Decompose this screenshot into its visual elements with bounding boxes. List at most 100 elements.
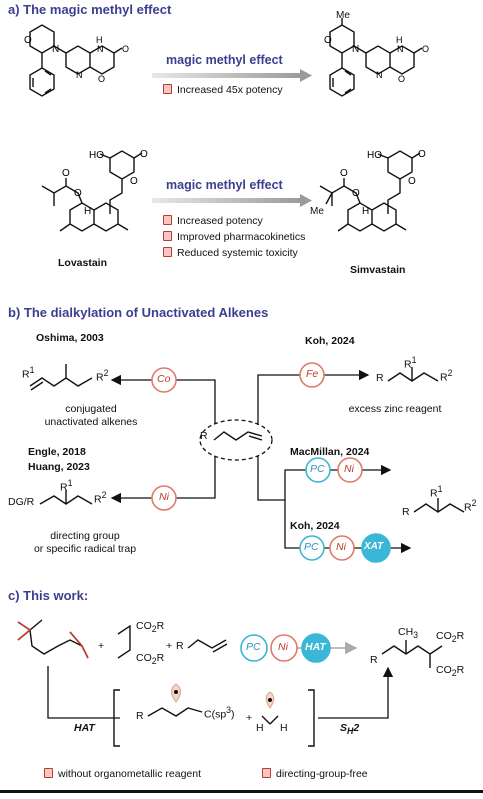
huang-ref: Huang, 2023 bbox=[28, 461, 90, 473]
cat-hat-c bbox=[301, 633, 331, 663]
svg-text:O: O bbox=[398, 74, 405, 84]
lovastatin-label: Lovastain bbox=[58, 257, 108, 269]
methyl-H2: H bbox=[280, 722, 288, 734]
svg-text:O: O bbox=[340, 168, 348, 179]
atom-O3: O bbox=[122, 44, 129, 54]
bracket-left bbox=[113, 689, 120, 747]
atom-O: O bbox=[24, 35, 32, 46]
oshima-R2: R2 bbox=[96, 368, 109, 384]
cat-ni-c-label: Ni bbox=[278, 641, 288, 653]
engle-ref: Engle, 2018 bbox=[28, 446, 86, 458]
cat-ni-circle bbox=[151, 485, 177, 511]
svg-text:O: O bbox=[130, 176, 138, 187]
bullet-square-icon bbox=[44, 768, 53, 778]
bullet-square-icon bbox=[262, 768, 271, 778]
svg-text:HO: HO bbox=[367, 150, 382, 161]
alkene-c bbox=[187, 639, 228, 653]
section-b-title: b) The dialkylation of Unactivated Alken… bbox=[8, 305, 269, 320]
koh1-R: R bbox=[376, 372, 384, 384]
product-macmillan bbox=[413, 498, 465, 513]
cat-fe: Fe bbox=[306, 368, 319, 380]
svg-text:O: O bbox=[140, 149, 148, 160]
me-label-2: Me bbox=[310, 206, 324, 217]
alkene-R: R bbox=[200, 430, 208, 442]
svg-text:O: O bbox=[324, 35, 332, 46]
cat-ni-3: Ni bbox=[336, 541, 346, 553]
svg-text:O: O bbox=[74, 188, 82, 199]
cat-ni: Ni bbox=[159, 491, 169, 503]
cat-ni-c bbox=[270, 634, 298, 662]
arrow2-bullet-2: Improved pharmacokinetics bbox=[163, 231, 305, 243]
malonate-co2r-top: CO2R bbox=[136, 620, 165, 635]
product-oshima bbox=[29, 364, 93, 391]
section-c-title: c) This work: bbox=[8, 588, 89, 603]
c-bullet-1: without organometallic reagent bbox=[44, 768, 201, 780]
svg-text:O: O bbox=[418, 149, 426, 160]
svg-text:N: N bbox=[397, 44, 404, 54]
c-bullet-2: directing-group-free bbox=[262, 768, 368, 780]
cat-ni-2: Ni bbox=[344, 463, 354, 475]
engle-R2: R2 bbox=[94, 490, 107, 506]
cat-pc-2: PC bbox=[304, 541, 319, 553]
koh1-note: excess zinc reagent bbox=[348, 403, 442, 415]
product-c bbox=[381, 640, 443, 668]
svg-text:H: H bbox=[84, 206, 91, 217]
cat-pc-c bbox=[240, 634, 268, 662]
svg-text:O: O bbox=[352, 188, 360, 199]
svg-text:H: H bbox=[362, 206, 369, 217]
product-co2r-1: CO2R bbox=[436, 630, 465, 645]
cat-fe-circle bbox=[299, 362, 325, 388]
plus-1: + bbox=[98, 640, 105, 652]
cat-ni-circle-3 bbox=[329, 535, 355, 561]
cat-pc-1: PC bbox=[310, 463, 325, 475]
bullet-square-icon bbox=[163, 247, 172, 257]
svg-text:O: O bbox=[408, 176, 416, 187]
atom-O2: O bbox=[98, 74, 105, 84]
oshima-note-1: conjugated bbox=[65, 403, 117, 415]
koh1-ref: Koh, 2024 bbox=[305, 335, 355, 347]
product-R: R bbox=[370, 654, 378, 666]
svg-text:O: O bbox=[422, 44, 429, 54]
peroxide bbox=[17, 619, 89, 659]
bracket-right bbox=[308, 689, 315, 747]
cat-ni-circle-2 bbox=[337, 457, 363, 483]
methyl-H1: H bbox=[256, 722, 264, 734]
product-koh1 bbox=[387, 367, 439, 382]
plus-2: + bbox=[166, 640, 173, 652]
cat-xat-circle bbox=[361, 533, 391, 563]
engle-note-2: or specific radical trap bbox=[33, 543, 137, 555]
arrow2-bullet-1: Increased potency bbox=[163, 215, 263, 227]
cat-pc-circle-1 bbox=[305, 457, 331, 483]
plus-3: + bbox=[246, 712, 253, 724]
engle-note-1: directing group bbox=[50, 530, 120, 542]
svg-text:N: N bbox=[376, 70, 383, 80]
radical-R: R bbox=[136, 710, 144, 722]
mac-R1: R1 bbox=[430, 484, 443, 500]
oshima-ref: Oshima, 2003 bbox=[36, 332, 104, 344]
atom-H: H bbox=[96, 35, 103, 45]
cat-co: Co bbox=[157, 373, 171, 385]
koh2-ref: Koh, 2024 bbox=[290, 520, 340, 532]
malonate bbox=[117, 624, 131, 659]
bullet-square-icon bbox=[163, 231, 172, 241]
bullet-square-icon bbox=[163, 215, 172, 225]
cat-pc-c-label: PC bbox=[246, 641, 261, 653]
koh1-R1: R1 bbox=[404, 355, 417, 371]
svg-text:H: H bbox=[396, 35, 403, 45]
product-co2r-2: CO2R bbox=[436, 664, 465, 679]
cat-xat: XAT bbox=[364, 541, 384, 552]
oshima-note-2: unactivated alkenes bbox=[44, 416, 138, 428]
molecule-morpholine-right bbox=[329, 18, 423, 97]
section-a-title: a) The magic methyl effect bbox=[8, 2, 172, 17]
product-engle bbox=[39, 490, 93, 505]
engle-R1: R1 bbox=[60, 478, 73, 494]
arrow-a2 bbox=[152, 198, 302, 203]
atom-N: N bbox=[52, 44, 59, 55]
simvastatin-label: Simvastain bbox=[350, 264, 406, 276]
molecule-lovastatin bbox=[41, 150, 143, 232]
arrow1-label: magic methyl effect bbox=[166, 53, 283, 67]
bullet-square-icon bbox=[163, 84, 172, 94]
arrow-a1 bbox=[152, 73, 302, 78]
mac-R2: R2 bbox=[464, 498, 477, 514]
